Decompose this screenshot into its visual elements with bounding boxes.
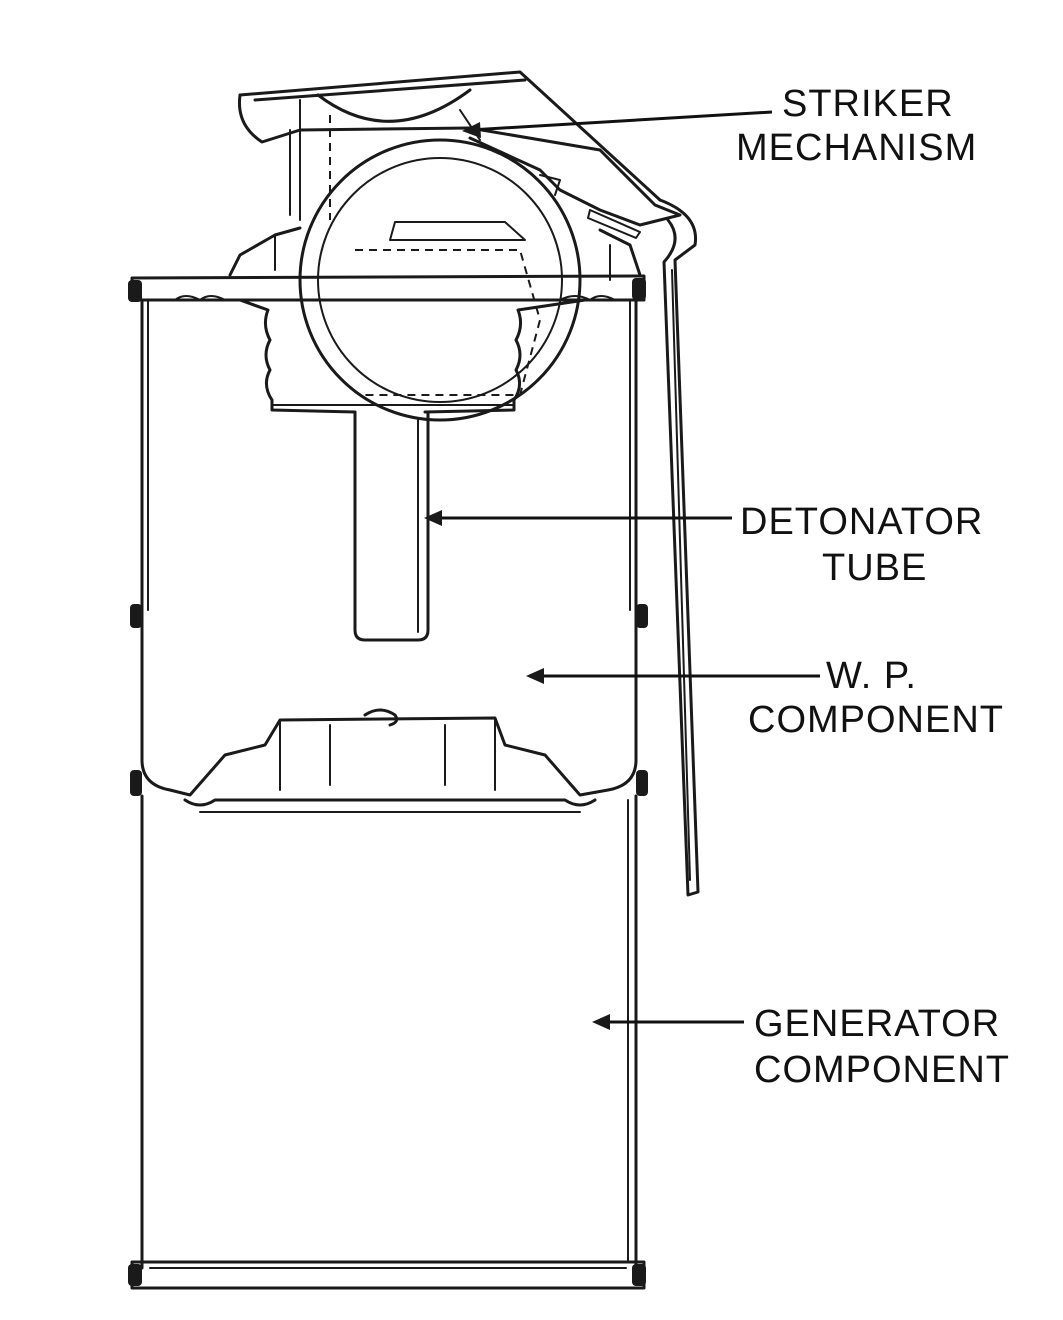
generator-component-body: [128, 770, 648, 1290]
leader-generator: [592, 1014, 744, 1030]
label-wp-component: W. P. COMPONENT: [748, 655, 1004, 741]
safety-lever: [658, 198, 700, 897]
label-detonator-line1: DETONATOR: [740, 501, 983, 543]
striker-mechanism: [228, 70, 682, 422]
wp-component-body: [128, 274, 648, 813]
leader-detonator: [424, 510, 732, 526]
label-generator-component: GENERATOR COMPONENT: [754, 1003, 1010, 1091]
leader-wp: [526, 668, 820, 684]
label-wp-line1: W. P.: [826, 655, 917, 697]
label-striker-line1: STRIKER: [782, 83, 954, 125]
label-striker-line2: MECHANISM: [736, 127, 977, 169]
label-detonator-tube: DETONATOR TUBE: [740, 501, 983, 589]
label-wp-line2: COMPONENT: [748, 699, 1004, 741]
leader-striker: [462, 110, 773, 138]
label-generator-line1: GENERATOR: [754, 1003, 1000, 1045]
label-generator-line2: COMPONENT: [754, 1049, 1010, 1091]
label-striker-mechanism: STRIKER MECHANISM: [736, 83, 977, 169]
label-detonator-line2: TUBE: [822, 547, 927, 589]
